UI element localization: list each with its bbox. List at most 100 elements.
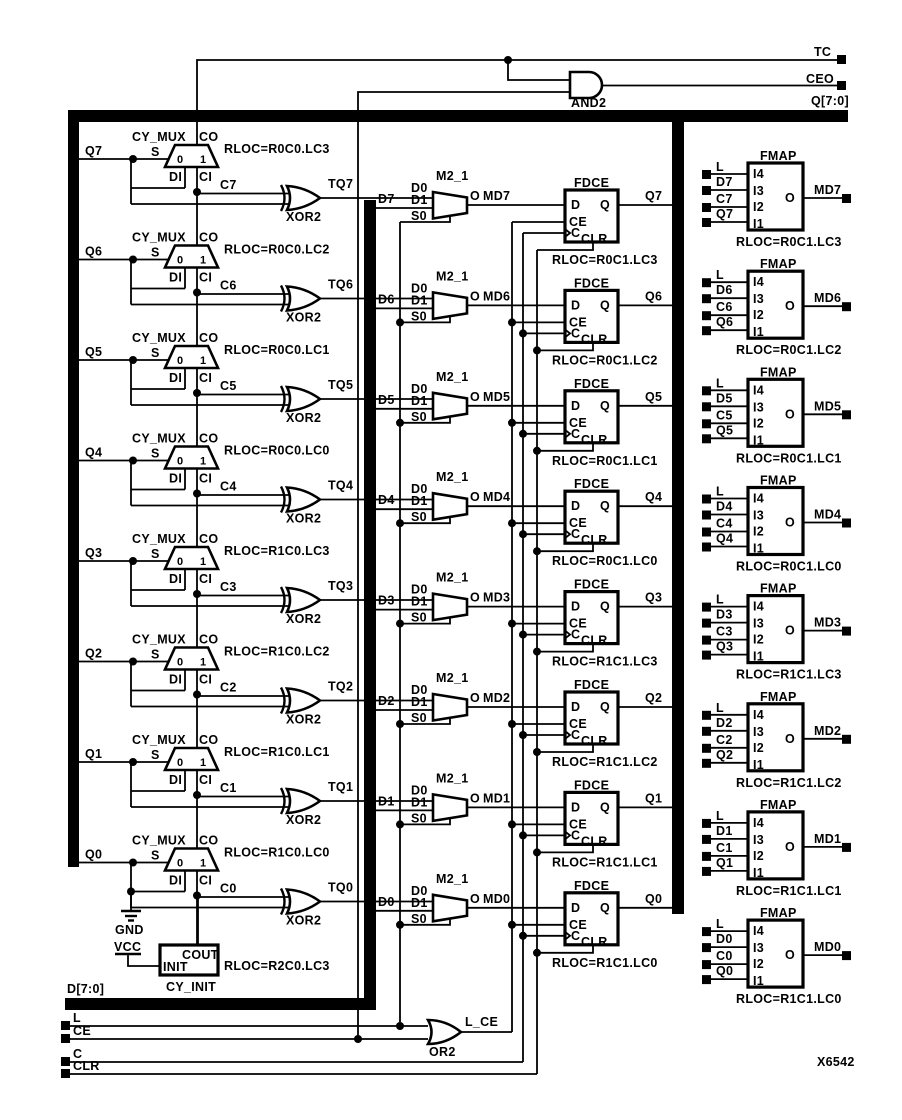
fmap-l-input-label: L <box>716 809 724 823</box>
ci-pin-label: CI <box>199 874 212 888</box>
carry-junction-dot <box>193 791 201 799</box>
carry-net-label: C4 <box>220 480 237 494</box>
fmap-md-label: MD4 <box>814 508 841 522</box>
fmap-pin-square <box>702 434 711 444</box>
xor2-title: XOR2 <box>286 612 321 626</box>
fmap-block: FMAP I4 I3 I2 I1 L D0 C0 Q0 O MD0 RLOC=R… <box>702 906 851 1006</box>
tq-net-label: TQ0 <box>328 881 353 895</box>
d0-pin-label: D0 <box>411 884 428 898</box>
fmap-pin-square <box>702 758 711 768</box>
fmap-c-input-label: C1 <box>716 841 733 855</box>
ff-clr-pin-label: CLR <box>581 332 608 346</box>
i4-pin-label: I4 <box>753 383 764 397</box>
fmap-c-input-label: C5 <box>716 408 733 422</box>
load-junction-dot <box>396 720 404 728</box>
co-pin-label: CO <box>199 733 218 747</box>
s-pin-label: S <box>151 447 160 461</box>
co-pin-label: CO <box>199 130 218 144</box>
m2-1-mux-symbol <box>431 391 469 421</box>
q-bus-right <box>672 110 684 914</box>
carry-net-label: C6 <box>220 279 237 293</box>
clr-pin-label: CLR <box>73 1059 100 1073</box>
fdce-rloc-label: RLOC=R0C1.LC3 <box>552 253 658 267</box>
s0-wire <box>400 917 451 926</box>
fmap-block: FMAP I4 I3 I2 I1 L D2 C2 Q2 O MD2 RLOC=R… <box>702 690 851 790</box>
fmap-block: FMAP I4 I3 I2 I1 L D6 C6 Q6 O MD6 RLOC=R… <box>702 257 851 357</box>
i3-pin-label: I3 <box>753 184 764 198</box>
fmap-pin-square <box>702 494 711 504</box>
mux-input0-label: 0 <box>177 657 183 669</box>
clr-junction-dot <box>533 647 541 656</box>
ci-pin-label: CI <box>199 271 212 285</box>
fmap-pin-square <box>702 294 711 304</box>
clock-junction-dot <box>519 831 527 840</box>
mux-input1-label: 1 <box>200 858 206 870</box>
load-junction-dot <box>396 820 404 829</box>
fmap-pin-square <box>702 650 711 660</box>
d-net-label: D7 <box>378 192 395 206</box>
di-pin-label: DI <box>169 371 182 385</box>
fmap-pin-square <box>702 510 711 520</box>
junction-dot <box>129 456 137 465</box>
m2-1-title: M2_1 <box>436 872 468 886</box>
q-net-label: Q3 <box>85 546 102 560</box>
di-pin-label: DI <box>169 773 182 787</box>
ff-q-pin-label: Q <box>600 298 610 312</box>
fmap-md-label: MD0 <box>814 940 841 954</box>
fmap-q-input-label: Q6 <box>716 315 733 329</box>
q-output-label: Q6 <box>645 289 662 303</box>
o-pin-label: O <box>470 892 480 906</box>
fmap-pin-square <box>702 975 711 985</box>
ff-ce-pin-label: CE <box>569 817 587 831</box>
fdce-flipflop-box <box>563 489 620 545</box>
cy-mux-symbol <box>162 244 221 269</box>
fmap-box <box>746 485 805 557</box>
md-net-label: MD6 <box>483 289 510 303</box>
d1-pin-label: D1 <box>411 193 428 207</box>
q-output-label: Q1 <box>645 791 662 805</box>
d1-pin-label: D1 <box>411 595 428 609</box>
fmap-box <box>746 918 805 989</box>
fmap-d-input-label: D1 <box>716 824 733 838</box>
co-pin-label: CO <box>199 834 218 848</box>
fmap-d-input-label: D3 <box>716 608 733 622</box>
o-pin-label: O <box>470 691 480 705</box>
load-junction-dot <box>396 920 404 929</box>
c-pin-label: C <box>73 1047 82 1061</box>
load-junction-dot <box>396 619 404 628</box>
d-net-label: D2 <box>378 694 395 708</box>
fdce-flipflop-box <box>563 891 620 947</box>
ff-c-pin-label: C <box>571 929 580 943</box>
mux-input1-label: 1 <box>200 757 206 769</box>
xor2-input-arc <box>279 887 286 916</box>
xor2-title: XOR2 <box>286 210 321 224</box>
load-junction-dot <box>396 318 404 327</box>
tq-net-label: TQ6 <box>328 278 353 292</box>
ff-d-pin-label: D <box>571 901 580 915</box>
i4-pin-label: I4 <box>753 816 764 830</box>
mux-ff-bit-slice: D3 M2_1 D0 D1 S0 O MD3 FDCE D Q CE C CLR <box>376 571 672 669</box>
fmap-l-input-label: L <box>716 160 724 174</box>
d-net-label: D5 <box>378 393 395 407</box>
q-net-label: Q0 <box>85 848 102 862</box>
fdce-rloc-label: RLOC=R1C1.LC3 <box>552 655 658 669</box>
fmap-d-input-label: D6 <box>716 283 733 297</box>
i2-pin-label: I2 <box>753 741 764 755</box>
fmap-pin-square <box>702 311 711 321</box>
cy-mux-rloc-label: RLOC=R1C0.LC1 <box>224 745 330 759</box>
s0-wire <box>400 616 451 625</box>
fdce-title: FDCE <box>574 778 609 792</box>
tq-net-label: TQ3 <box>328 579 353 593</box>
q-bus-left <box>68 110 79 867</box>
fmap-pin-square <box>702 635 711 645</box>
lce-net-label: L_CE <box>465 1015 498 1029</box>
i1-pin-label: I1 <box>753 542 764 556</box>
carry-bit-slice: Q1 CY_MUX CO S 0 1 DI CI RLOC=R1C0.LC1 C… <box>79 733 433 849</box>
fmap-rloc-label: RLOC=R1C1.LC3 <box>736 668 842 682</box>
clr-junction-dot <box>533 848 541 857</box>
fmap-pin-square <box>702 218 711 227</box>
fmap-o-pin-label: O <box>785 191 795 205</box>
clr-wire <box>537 944 594 954</box>
junction-dot <box>129 858 137 867</box>
